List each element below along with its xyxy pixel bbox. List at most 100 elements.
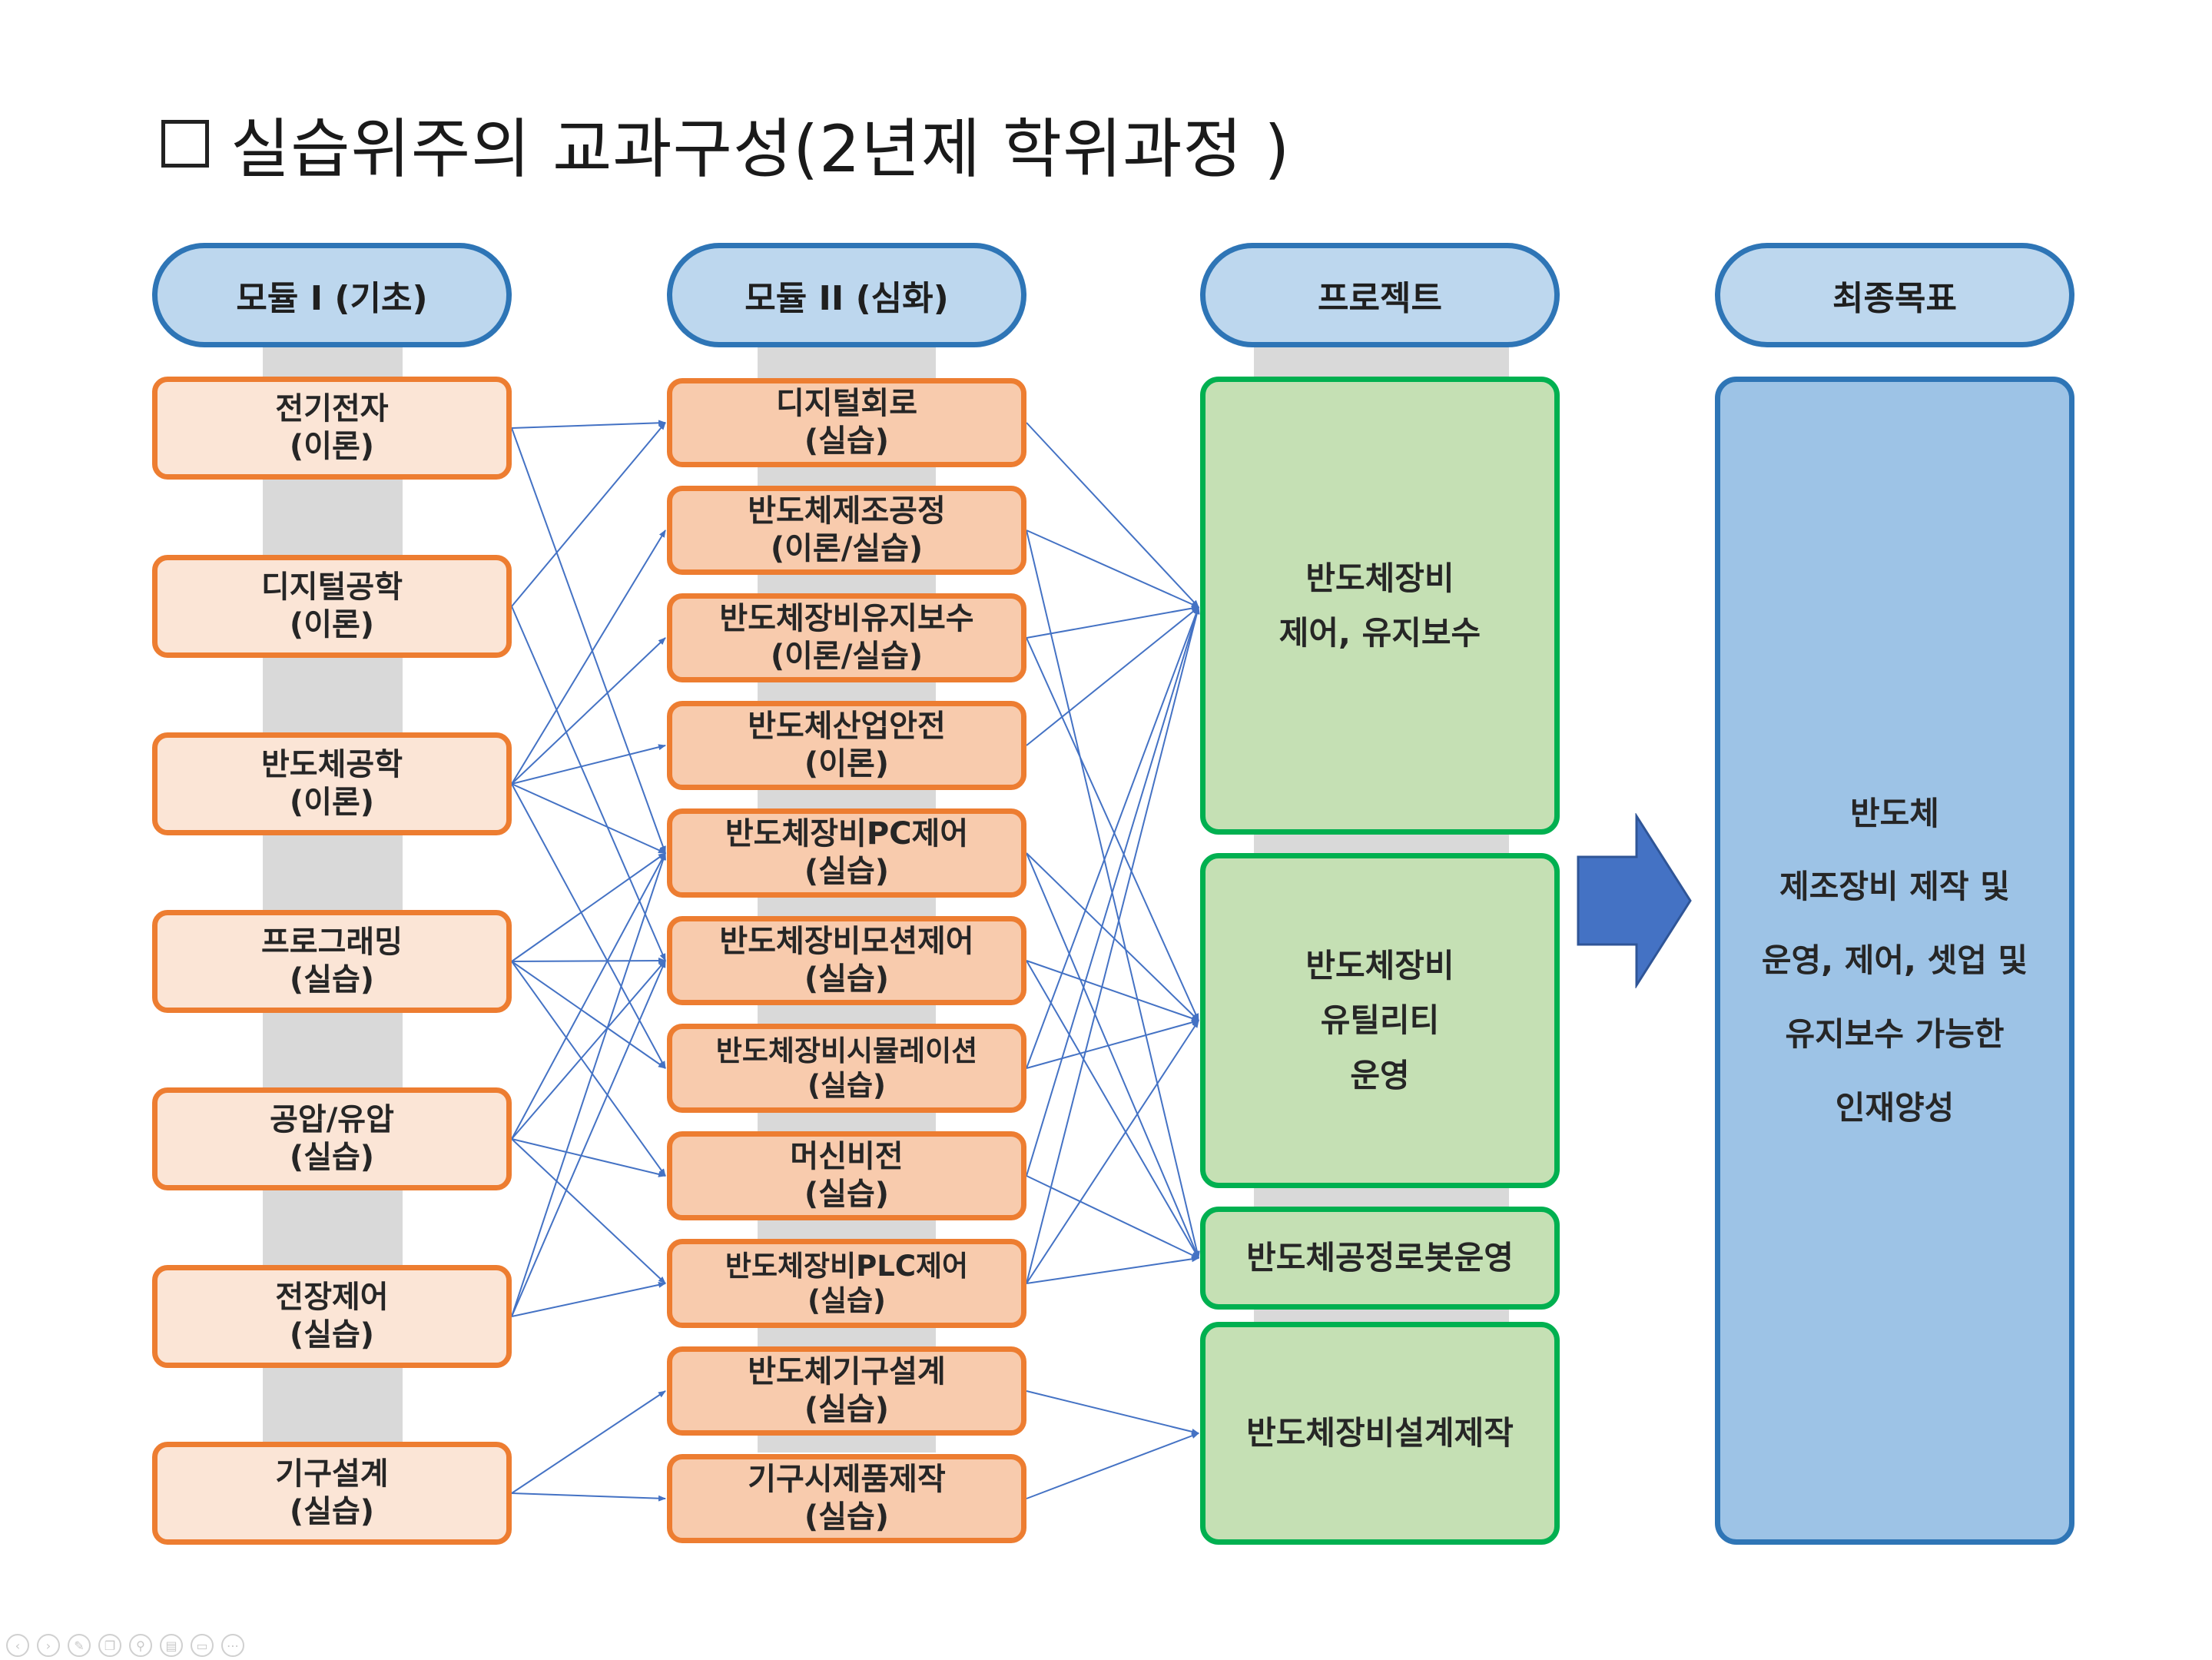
page-title: 실습위주의 교과구성(2년제 학위과정 ) [230,111,1291,187]
course-type: (이론/실습) [770,639,924,674]
module2-course-box: 반도체기구설계(실습) [667,1346,1026,1436]
big-right-arrow-icon [1577,813,1692,988]
module2-course-box: 반도체장비시뮬레이션(실습) [667,1024,1026,1113]
connector-arrow [1026,606,1199,1069]
column-header-module1: 모듈 I (기초) [152,243,512,347]
module1-course-box: 디지털공학(이론) [152,555,512,658]
course-type: (이론) [289,607,375,642]
module1-course-box: 기구설계(실습) [152,1442,512,1545]
more-icon[interactable]: ⋯ [221,1634,244,1657]
connector-arrow [511,852,666,962]
course-type: (이론) [289,429,375,464]
course-name: 기구설계 [275,1456,389,1492]
course-type: (실습) [804,1392,890,1427]
subtitle-icon[interactable]: ▭ [191,1634,214,1657]
module1-course-box: 반도체공학(이론) [152,732,512,835]
connector-arrow [1026,606,1200,1177]
project-line: 반도체장비 [1305,559,1454,597]
course-name: 전장제어 [275,1280,389,1316]
project-line: 유틸리티 [1320,1001,1440,1040]
course-name: 반도체장비모션제어 [719,924,974,960]
module1-course-box: 공압/유압(실습) [152,1087,512,1190]
column-header-module2: 모듈 II (심화) [667,243,1026,347]
course-type: (실습) [804,1499,890,1535]
connector-arrow [511,744,666,785]
course-type: (이론) [804,746,890,782]
connector-arrow [1026,852,1199,1259]
connector-arrow [1026,606,1199,746]
course-type: (이론/실습) [770,531,924,566]
connector-arrow [511,530,666,785]
course-name: 공압/유압 [270,1102,394,1138]
course-type: (실습) [804,1177,890,1212]
connector-arrow [511,783,666,854]
project-line: 운영 [1350,1056,1410,1094]
course-type: (실습) [808,1284,886,1317]
connector-arrow [1026,960,1199,1259]
course-name: 전기전자 [275,391,389,427]
course-name: 반도체기구설계 [748,1354,946,1390]
course-type: (이론) [289,785,375,820]
connector-arrow [1026,1256,1199,1284]
module2-course-box: 반도체산업안전(이론) [667,701,1026,790]
course-name: 반도체장비시뮬레이션 [715,1034,978,1067]
connector-arrow [511,1138,666,1177]
connector-arrow [1026,1390,1199,1435]
connector-arrow [1026,606,1200,1284]
connector-arrow [1026,1175,1199,1259]
connector-arrow [511,961,666,1069]
connector-arrow [1026,637,1199,1021]
slideshow-toolbar: ‹ › ✎ ❐ ⚲ ▤ ▭ ⋯ [6,1634,244,1657]
course-name: 반도체장비유지보수 [719,601,974,637]
module2-course-box: 반도체장비유지보수(이론/실습) [667,593,1026,682]
connector-arrow [511,961,666,1177]
connector-arrow [511,960,666,1140]
module2-course-box: 반도체장비PLC제어(실습) [667,1239,1026,1328]
course-type: (실습) [289,1140,375,1175]
forward-icon[interactable]: › [37,1634,60,1657]
course-name: 프로그래밍 [261,925,403,961]
connector-arrow [511,1390,666,1494]
pen-icon[interactable]: ✎ [68,1634,91,1657]
connector-arrow [1026,852,1199,1021]
zoom-icon[interactable]: ⚲ [129,1634,152,1657]
course-name: 디지털회로 [776,386,917,422]
course-type: (실습) [808,1069,886,1102]
goal-line: 반도체 [1850,794,1939,832]
connector-arrow [1026,1020,1199,1284]
connector-arrow [511,960,666,1317]
goal-line: 운영, 제어, 셋업 및 [1761,941,2028,980]
slides-icon[interactable]: ▤ [160,1634,183,1657]
module1-course-box: 전장제어(실습) [152,1265,512,1368]
course-name: 반도체제조공정 [748,493,946,530]
module1-course-box: 전기전자(이론) [152,377,512,480]
connector-arrow [1026,530,1199,608]
checkbox-square-icon [161,120,209,168]
course-type: (실습) [289,1494,375,1529]
back-icon[interactable]: ‹ [6,1634,29,1657]
project-box: 반도체장비설계제작 [1200,1322,1560,1545]
copy-icon[interactable]: ❐ [98,1634,121,1657]
module2-course-box: 기구시제품제작(실습) [667,1454,1026,1543]
module2-course-box: 반도체장비PC제어(실습) [667,808,1026,898]
module2-course-box: 디지털회로(실습) [667,378,1026,467]
project-line: 반도체장비설계제작 [1246,1414,1514,1452]
page-title-wrap: 실습위주의 교과구성(2년제 학위과정 ) [161,101,1290,187]
project-line: 반도체공정로봇운영 [1246,1239,1514,1277]
goal-line: 인재양성 [1835,1088,1955,1127]
course-name: 반도체장비PC제어 [725,816,969,852]
course-type: (실습) [289,1317,375,1353]
connector-arrow [511,783,666,1069]
connector-arrow [1026,1433,1199,1499]
course-name: 반도체장비PLC제어 [725,1249,969,1283]
connector-arrow [511,852,666,1140]
module2-course-box: 머신비전(실습) [667,1131,1026,1220]
connector-arrow [1026,422,1199,608]
course-name: 반도체공학 [261,747,403,783]
project-line: 제어, 유지보수 [1278,614,1481,652]
module2-course-box: 반도체장비모션제어(실습) [667,916,1026,1005]
connector-arrow [1026,1019,1199,1069]
course-type: (실습) [804,423,890,459]
